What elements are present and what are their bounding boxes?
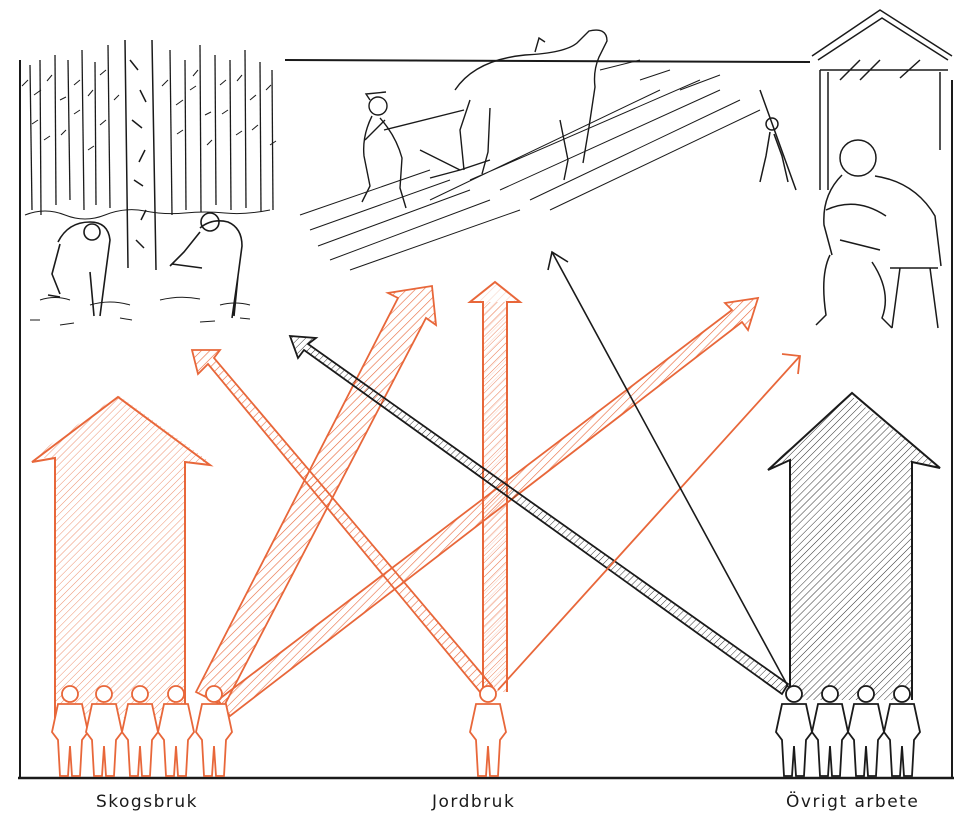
worker-figure (470, 686, 506, 776)
big-pine-trunk (125, 40, 156, 270)
tree-branches (22, 70, 276, 150)
label-forestry: Skogsbruk (96, 792, 198, 812)
other-work-column-arrow (768, 393, 940, 700)
tree-trunks (30, 45, 273, 215)
worker-bending-left (48, 222, 110, 316)
thin-arrow-other-to-field (548, 252, 790, 690)
forest-illustration (22, 40, 276, 325)
horse (455, 30, 607, 180)
label-other-work: Övrigt arbete (786, 792, 919, 812)
plough (420, 150, 490, 178)
workshop-illustration (760, 10, 952, 328)
seated-carpenter (816, 140, 941, 328)
label-agriculture: Jordbruk (432, 792, 515, 812)
small-figure-carrying (760, 90, 796, 190)
worker-sawing-right (170, 213, 242, 318)
ploughing-illustration (300, 30, 760, 270)
arrow-other-to-forest-dark (290, 336, 788, 694)
shed-frame (812, 10, 952, 190)
field-furrows (300, 60, 760, 270)
agriculture-workers (470, 686, 506, 776)
forestry-column-arrow (32, 395, 210, 718)
